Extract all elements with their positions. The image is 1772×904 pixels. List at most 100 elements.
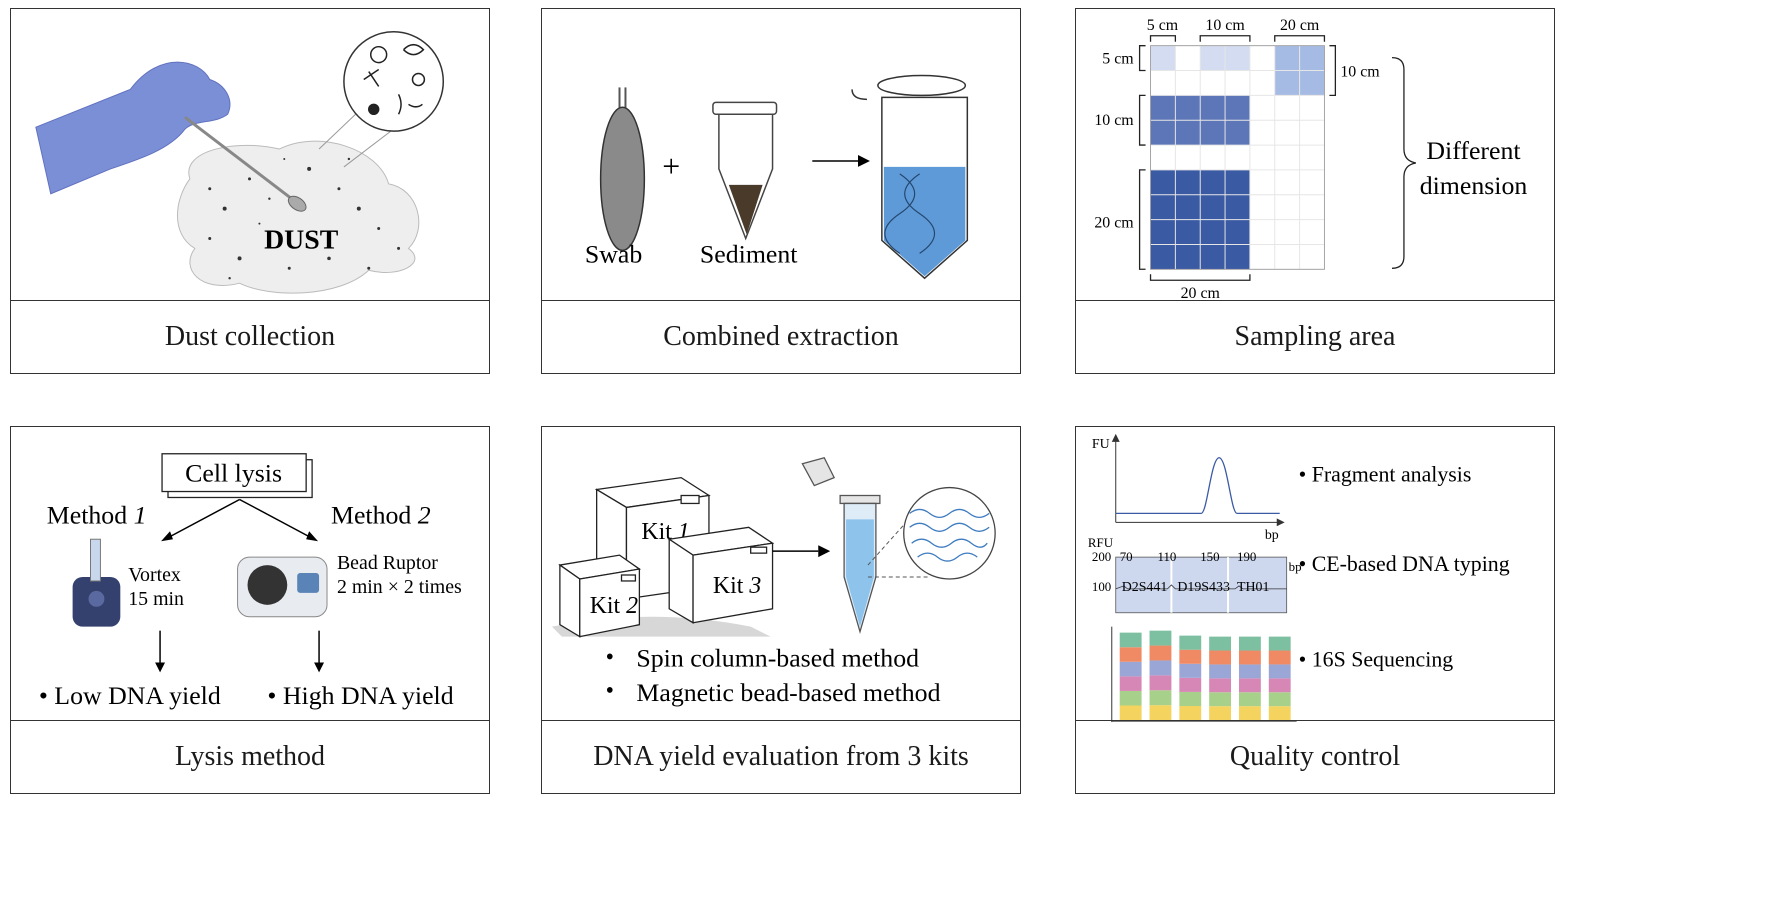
bullet-b: • xyxy=(606,678,614,704)
dust-illustration: DUST xyxy=(35,31,445,294)
stack-segment xyxy=(1238,650,1261,665)
sediment-label: Sediment xyxy=(700,239,798,268)
left-label-20cm: 20 cm xyxy=(1094,215,1134,232)
right-label-10cm: 10 cm xyxy=(1340,63,1380,80)
kit-1-label: Kit 1 xyxy=(641,519,689,545)
stack-segment xyxy=(1119,676,1142,691)
item-fragment-analysis: • Fragment analysis xyxy=(1299,463,1472,487)
glove-icon xyxy=(35,61,231,195)
top-label-10cm: 10 cm xyxy=(1205,17,1245,34)
method-spin-column: Spin column-based method xyxy=(636,643,919,672)
bullet-a: • xyxy=(606,644,614,670)
dna-strands xyxy=(909,508,990,562)
item-ce-typing: • CE-based DNA typing xyxy=(1299,552,1510,576)
swab-label: Swab xyxy=(585,239,642,268)
caption-quality-control: Quality control xyxy=(1076,720,1554,793)
stack-segment xyxy=(1209,692,1232,707)
stack-segment xyxy=(1119,661,1142,677)
caption-combined-extraction: Combined extraction xyxy=(542,300,1020,373)
bottom-label-20cm: 20 cm xyxy=(1181,285,1221,302)
stack-segment xyxy=(1149,660,1172,676)
lysis-diagram: Cell lysis Method 1 Method 2 Vortex 15 m… xyxy=(39,453,462,710)
stack-segment xyxy=(1238,706,1261,721)
panel-lysis-method: Cell lysis Method 1 Method 2 Vortex 15 m… xyxy=(10,426,490,794)
result-low-yield: • Low DNA yield xyxy=(39,681,221,710)
tick-70: 70 xyxy=(1120,549,1133,564)
stack-segment xyxy=(1149,690,1172,706)
microbes xyxy=(363,43,426,116)
combined-illustration: Swab + Sediment xyxy=(585,74,969,280)
dna-magnifier-icon xyxy=(903,486,996,580)
qc-illustration: FU bp • Fragment analysis RFU 200 100 70… xyxy=(1088,433,1510,723)
stack-segment xyxy=(1209,678,1232,693)
bead-ruptor-time: 2 min × 2 times xyxy=(337,576,462,598)
stack-segment xyxy=(1119,647,1142,662)
y-200-label: 200 xyxy=(1092,549,1111,564)
marker-th01: TH01 xyxy=(1237,580,1269,595)
stack-segment xyxy=(1238,678,1261,693)
stack-segment xyxy=(1179,635,1202,650)
dust-speckles xyxy=(208,157,401,280)
ce-typing-plot xyxy=(1115,556,1288,614)
result-high-yield: • High DNA yield xyxy=(267,681,453,710)
kit-3-box-icon xyxy=(667,526,775,624)
stack-segment xyxy=(1268,664,1291,679)
stack-segment xyxy=(1149,675,1172,691)
top-label-5cm: 5 cm xyxy=(1147,17,1179,34)
method-magnetic-bead: Magnetic bead-based method xyxy=(636,678,940,707)
method-2-label: Method 2 xyxy=(331,500,431,529)
caption-kits-evaluation: DNA yield evaluation from 3 kits xyxy=(542,720,1020,793)
stack-segment xyxy=(1238,664,1261,679)
dust-cloud xyxy=(176,140,420,294)
panel-combined-extraction: Swab + Sediment Combined extraction xyxy=(541,8,1021,374)
bp-axis-label: bp xyxy=(1265,528,1279,543)
method-1-label: Method 1 xyxy=(47,500,147,529)
eluate-tube-icon xyxy=(801,456,881,634)
kit-2-box-icon xyxy=(558,554,642,638)
sediment-tube-icon xyxy=(712,101,778,241)
bead-ruptor-icon xyxy=(237,556,328,618)
stack-segment xyxy=(1119,705,1142,721)
rfu-axis-label: RFU xyxy=(1088,535,1114,550)
stack-segment xyxy=(1179,649,1202,664)
swab-icon xyxy=(599,106,646,252)
stack-segment xyxy=(1149,630,1172,646)
kits-illustration: Kit 1 Kit 2 Kit 3 xyxy=(551,456,996,707)
tick-190: 190 xyxy=(1237,549,1256,564)
caption-dust-collection: Dust collection xyxy=(11,300,489,373)
vortex-label: Vortex xyxy=(128,564,181,586)
stack-segment xyxy=(1209,706,1232,721)
caption-sampling-area: Sampling area xyxy=(1076,300,1554,373)
grid-cells xyxy=(1150,45,1325,270)
stack-segment xyxy=(1238,692,1261,707)
stack-segment xyxy=(1149,705,1172,721)
bead-ruptor-label: Bead Ruptor xyxy=(337,552,438,574)
cell-lysis-title: Cell lysis xyxy=(185,459,282,488)
stack-segment xyxy=(1149,645,1172,661)
bp-axis-label-2: bp xyxy=(1289,559,1302,574)
tick-110: 110 xyxy=(1157,549,1176,564)
stack-segment xyxy=(1209,650,1232,665)
microbe-magnifier-icon xyxy=(343,31,445,132)
stack-segment xyxy=(1209,664,1232,679)
grid-lines xyxy=(1150,45,1325,270)
tick-150: 150 xyxy=(1200,549,1219,564)
stack-segment xyxy=(1209,636,1232,651)
y-100-label: 100 xyxy=(1092,579,1111,594)
stack-segment xyxy=(1179,663,1202,678)
panel-sampling-area: 5 cm 10 cm 20 cm 5 cm 10 cm 20 cm 10 cm … xyxy=(1075,8,1555,374)
cell-5cm xyxy=(1150,45,1176,71)
sampling-grid-diagram: 5 cm 10 cm 20 cm 5 cm 10 cm 20 cm 10 cm … xyxy=(1094,17,1527,302)
item-16s-sequencing: • 16S Sequencing xyxy=(1299,647,1454,671)
stack-segment xyxy=(1179,706,1202,721)
marker-d19s433: D19S433 xyxy=(1177,580,1230,595)
fu-axis-label: FU xyxy=(1092,437,1110,452)
stack-segment xyxy=(1268,636,1291,651)
stack-segment xyxy=(1119,632,1142,648)
left-label-10cm: 10 cm xyxy=(1094,112,1134,129)
stack-segment xyxy=(1268,692,1291,707)
left-label-5cm: 5 cm xyxy=(1102,51,1134,68)
plus-sign: + xyxy=(662,149,680,184)
kit-2-label: Kit 2 xyxy=(590,593,638,619)
stack-segment xyxy=(1119,690,1142,706)
